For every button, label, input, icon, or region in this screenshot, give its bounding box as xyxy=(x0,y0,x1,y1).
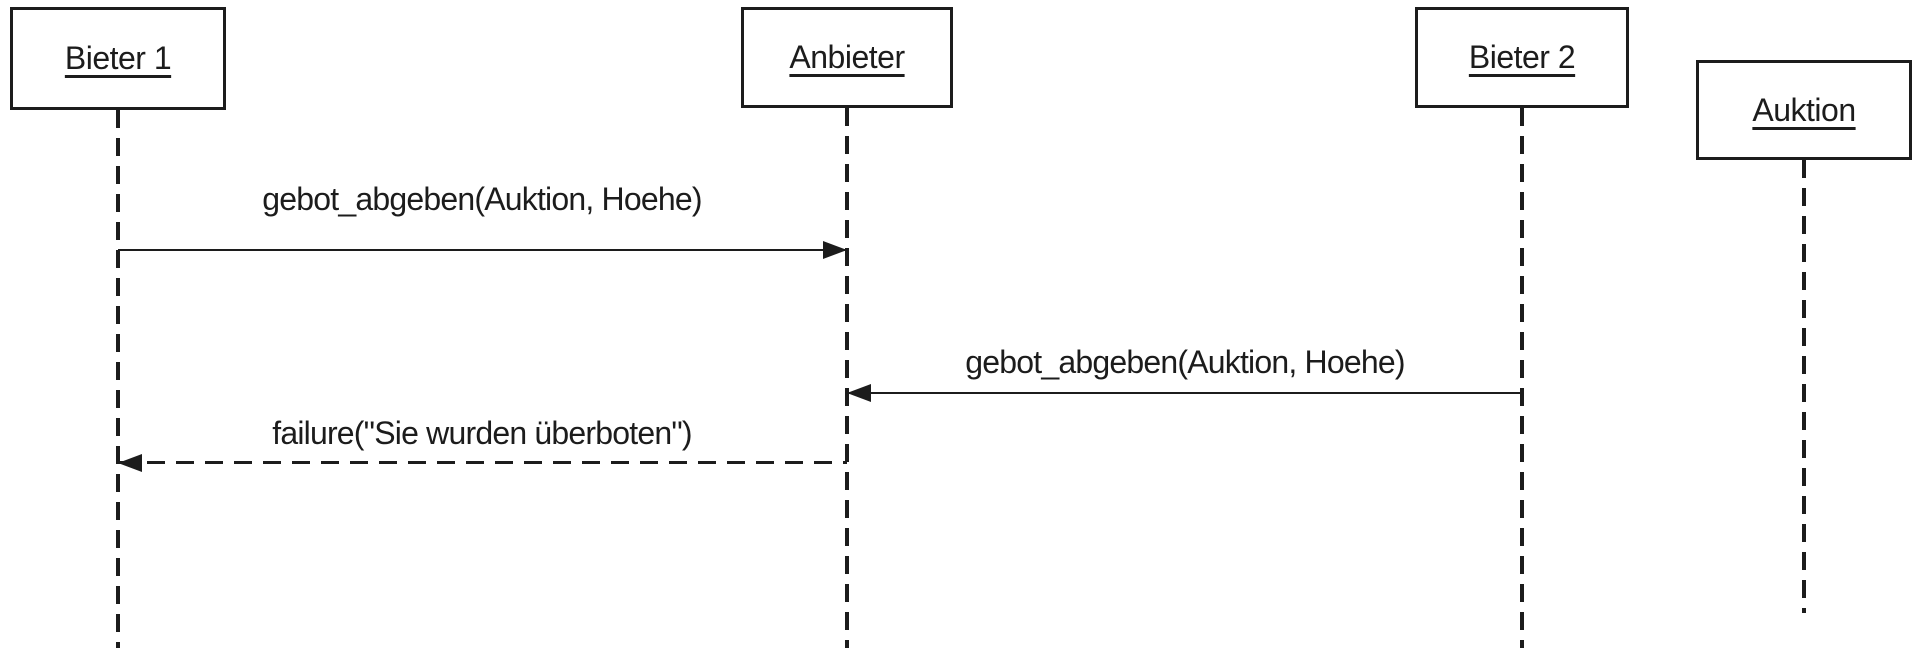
message-2-gebot-abgeben-arrowhead-icon xyxy=(847,384,871,402)
actor-label-bieter-2: Bieter 2 xyxy=(1468,39,1576,75)
message-3-failure-arrowhead-icon xyxy=(118,454,142,472)
actor-box-bieter-1: Bieter 1 xyxy=(10,7,226,110)
message-1-gebot-abgeben-label: gebot_abgeben(Auktion, Hoehe) xyxy=(262,181,702,217)
message-2-gebot-abgeben-line xyxy=(847,392,1522,394)
message-3-failure-line xyxy=(118,461,847,464)
actor-box-anbieter: Anbieter xyxy=(741,7,953,108)
actor-box-bieter-2: Bieter 2 xyxy=(1415,7,1629,108)
message-3-failure-label: failure("Sie wurden überboten") xyxy=(272,415,692,451)
message-1-gebot-abgeben-arrowhead-icon xyxy=(823,241,847,259)
actor-label-bieter-1: Bieter 1 xyxy=(64,40,172,76)
message-2-gebot-abgeben-label: gebot_abgeben(Auktion, Hoehe) xyxy=(965,344,1405,380)
actor-label-auktion: Auktion xyxy=(1752,91,1856,128)
actor-label-anbieter: Anbieter xyxy=(789,39,905,75)
lifeline-anbieter xyxy=(845,108,849,648)
lifeline-auktion xyxy=(1802,160,1806,613)
lifeline-bieter-2 xyxy=(1520,108,1524,648)
lifeline-bieter-1 xyxy=(116,110,120,648)
actor-box-auktion: Auktion xyxy=(1696,60,1912,160)
message-1-gebot-abgeben-line xyxy=(118,249,847,251)
